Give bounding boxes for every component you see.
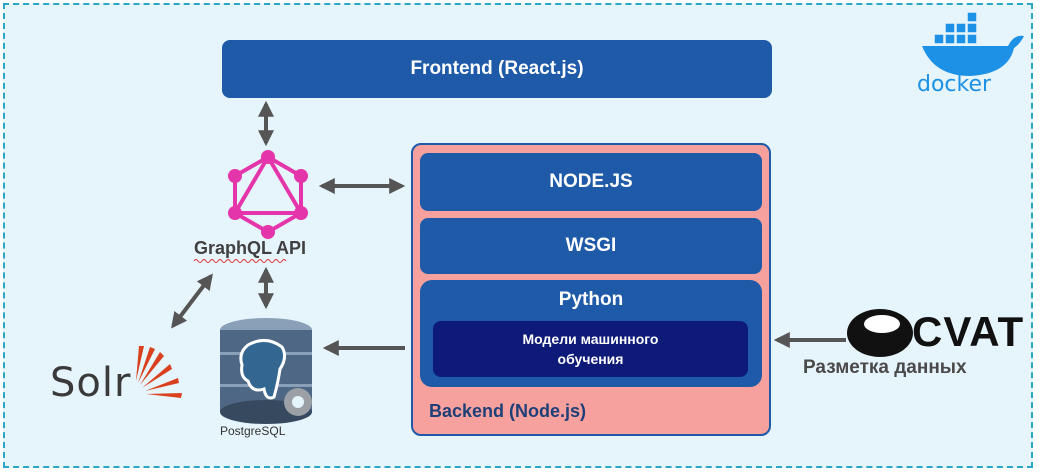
- postgresql-icon: [220, 318, 312, 424]
- nodejs-label: NODE.JS: [549, 171, 633, 192]
- frontend-label: Frontend (React.js): [410, 58, 584, 79]
- frontend-box: Frontend (React.js): [222, 40, 772, 98]
- cvat-label: CVAT: [912, 308, 1025, 355]
- docker-label: docker: [917, 72, 992, 97]
- postgresql-label: PostgreSQL: [220, 424, 286, 438]
- wsgi-label: WSGI: [565, 235, 617, 256]
- graphql-icon: [228, 150, 308, 239]
- graphql-label: GraphQL API: [194, 238, 307, 258]
- spellcheck-underline: [193, 259, 287, 263]
- ml-models-box: Модели машинного обучения: [433, 321, 748, 377]
- nodejs-box: NODE.JS: [420, 153, 762, 211]
- python-label: Python: [558, 289, 624, 310]
- solr-label: Solr: [50, 360, 132, 406]
- cvat-icon: [847, 309, 913, 357]
- backend-label: Backend (Node.js): [429, 401, 587, 421]
- arrow-graphql-solr: [171, 273, 213, 329]
- ml-models-label: Модели машинного обучения: [522, 331, 659, 367]
- cvat-sublabel: Разметка данных: [803, 357, 967, 378]
- docker-icon: [922, 11, 1024, 76]
- solr-icon: [136, 346, 182, 398]
- python-box: Python Модели машинного обучения: [420, 280, 762, 387]
- wsgi-box: WSGI: [420, 218, 762, 274]
